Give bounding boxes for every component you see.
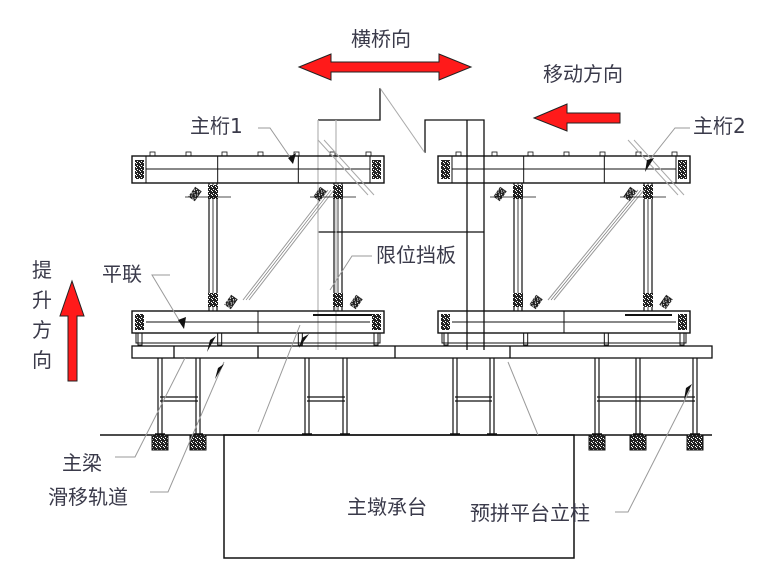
lift-char: 方: [32, 318, 52, 342]
brace-clip: [349, 294, 363, 310]
end-block: [441, 160, 450, 179]
brace-clip: [224, 294, 238, 310]
label-main-truss-1: 主桁1: [190, 114, 243, 138]
brace-clip: [623, 186, 637, 202]
support-post: [137, 332, 143, 346]
label-horizontal-bracing: 平联: [102, 262, 142, 286]
leader-arrowheads: [178, 153, 692, 400]
label-lift-direction: 提 升 方 向: [32, 255, 54, 375]
diagonal-brace: [245, 189, 332, 301]
support-post: [373, 332, 379, 346]
lower-platform: [131, 345, 713, 359]
support-post: [217, 332, 223, 346]
end-block: [135, 160, 144, 179]
label-main-beam: 主梁: [62, 451, 102, 475]
label-slide-track: 滑移轨道: [48, 485, 128, 509]
label-limit-baffle: 限位挡板: [376, 243, 456, 267]
end-block: [678, 314, 687, 330]
outer-brace: [323, 139, 375, 196]
column-footing: [151, 434, 169, 451]
support-post: [679, 332, 685, 346]
outer-brace: [627, 139, 679, 196]
outer-brace: [633, 139, 685, 196]
brace-clip: [493, 186, 507, 202]
transverse-double-arrow: [297, 53, 473, 81]
column-footing: [189, 434, 207, 451]
bolt: [491, 151, 498, 157]
bolt: [185, 151, 192, 157]
end-block: [372, 314, 381, 330]
lift-direction-arrow: [59, 279, 85, 382]
support-post: [603, 332, 609, 346]
pier-diagonal: [379, 87, 426, 154]
bolt: [257, 151, 264, 157]
column-joint: [333, 293, 343, 307]
brace-clip: [659, 294, 673, 310]
leader-lines: [115, 127, 691, 513]
diagonal-brace: [550, 189, 642, 301]
column-joint: [643, 293, 653, 307]
bolt: [455, 151, 462, 157]
lift-char: 提: [32, 258, 52, 282]
end-block: [441, 314, 450, 330]
column-footing: [629, 434, 647, 451]
column-joint: [513, 293, 523, 307]
column-joint: [643, 185, 653, 199]
brace-clip: [313, 186, 327, 202]
slide-beam: [441, 332, 687, 344]
brace-clip: [188, 186, 202, 202]
label-pier-cap: 主墩承台: [347, 495, 427, 519]
outer-brace: [317, 139, 369, 196]
column-joint: [333, 185, 343, 199]
bolt: [293, 151, 300, 157]
brace-clip: [529, 294, 543, 310]
label-transverse-direction: 横桥向: [351, 27, 411, 51]
label-preassembly-column: 预拼平台立柱: [470, 501, 590, 525]
lift-char: 向: [32, 348, 52, 372]
column-joint: [208, 293, 218, 307]
support-post: [523, 332, 529, 346]
diagonal-brace: [248, 189, 335, 301]
bolt: [599, 151, 606, 157]
support-post: [443, 332, 449, 346]
column-joint: [208, 185, 218, 199]
bolt: [563, 151, 570, 157]
end-block: [678, 160, 687, 179]
diagonal-brace: [553, 189, 645, 301]
bolt: [365, 151, 372, 157]
column-joint: [513, 185, 523, 199]
column-footing: [686, 434, 704, 451]
lift-char: 升: [32, 288, 52, 312]
end-block: [372, 160, 381, 179]
bolt: [527, 151, 534, 157]
platform-columns: [151, 358, 704, 451]
bolt: [149, 151, 156, 157]
label-main-truss-2: 主桁2: [693, 114, 746, 138]
main-truss-2: [437, 139, 691, 346]
bolt: [221, 151, 228, 157]
slide-beam: [135, 332, 381, 344]
diagonal-brace: [242, 189, 329, 301]
label-move-direction: 移动方向: [543, 62, 623, 86]
bolt: [671, 151, 678, 157]
diagonal-brace: [547, 189, 639, 301]
pier-cap: [223, 434, 575, 559]
end-block: [135, 314, 144, 330]
main-truss-1: [131, 139, 385, 346]
column-footing: [588, 434, 606, 451]
move-direction-arrow: [532, 103, 621, 132]
